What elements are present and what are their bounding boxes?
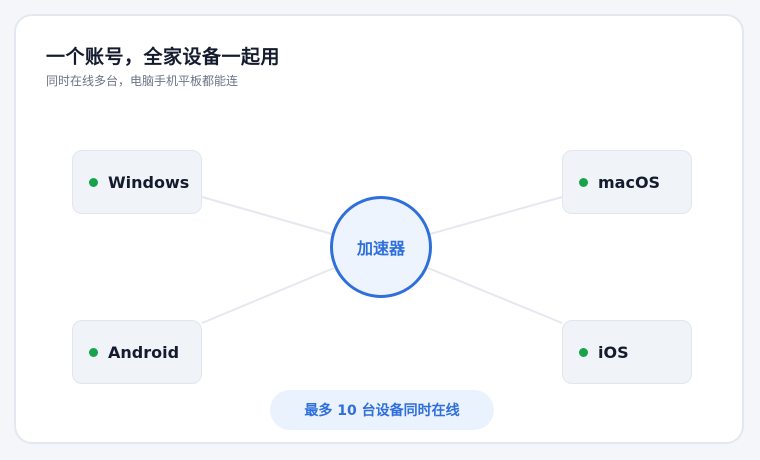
link-windows (201, 196, 333, 235)
online-status-dot (89, 347, 98, 357)
device-label: Windows (108, 172, 190, 192)
card-subtitle: 同时在线多台，电脑手机平板都能连 (46, 74, 239, 88)
online-status-dot (579, 177, 588, 187)
online-status-dot (579, 347, 588, 357)
card-title: 一个账号，全家设备一起用 (46, 46, 281, 68)
link-android (201, 267, 335, 324)
hub-label: 加速器 (356, 239, 405, 258)
device-label: iOS (598, 342, 629, 362)
connection-lines (201, 196, 563, 324)
device-android[interactable]: Android (72, 320, 202, 384)
link-ios (427, 267, 563, 324)
devices-card: 一个账号，全家设备一起用 同时在线多台，电脑手机平板都能连 Windows ma… (14, 14, 744, 444)
online-status-dot (89, 177, 98, 187)
device-macos[interactable]: macOS (562, 150, 692, 214)
device-windows[interactable]: Windows (72, 150, 202, 214)
link-macos (429, 196, 563, 235)
device-limit-badge: 最多 10 台设备同时在线 (270, 390, 494, 430)
device-label: macOS (598, 172, 661, 192)
device-ios[interactable]: iOS (562, 320, 692, 384)
accelerator-hub: 加速器 (330, 196, 432, 298)
device-label: Android (108, 342, 180, 362)
